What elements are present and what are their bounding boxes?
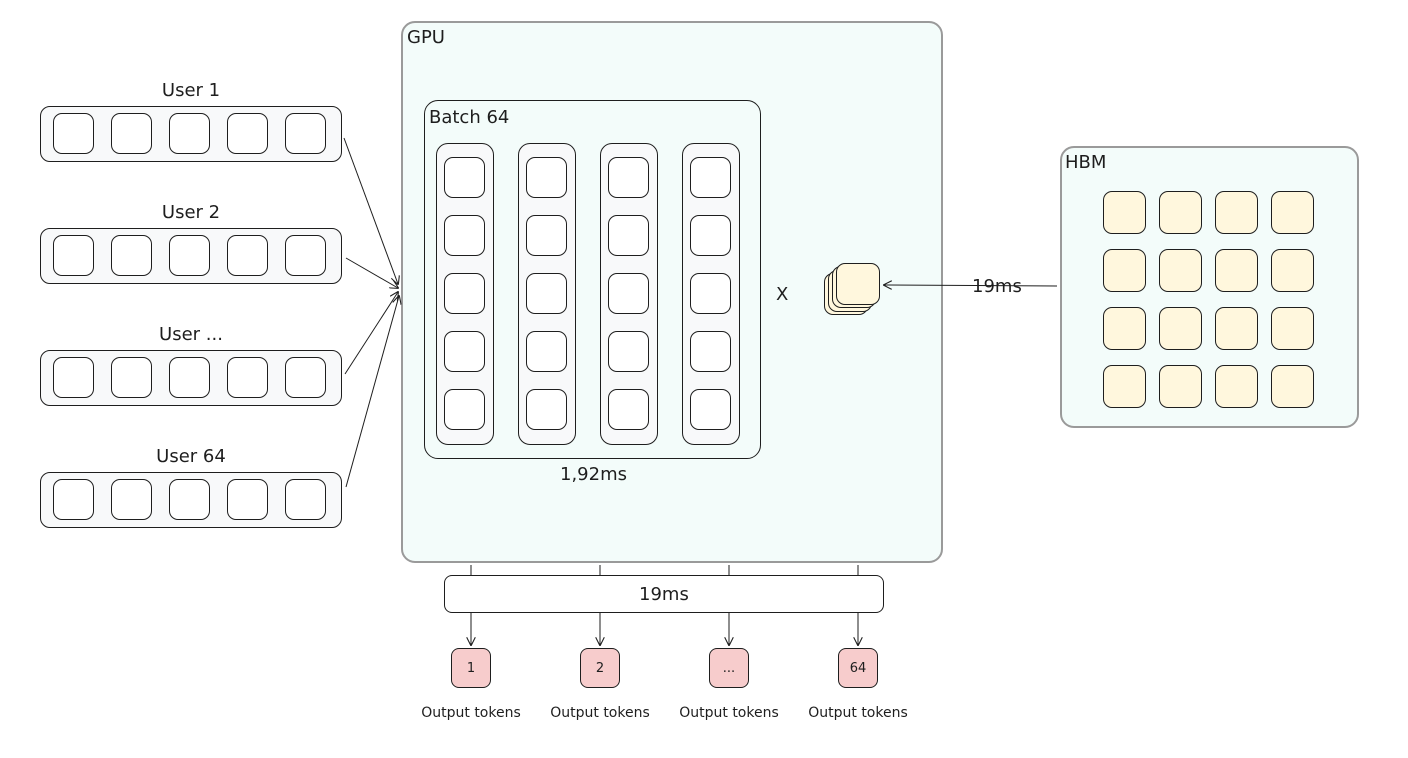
output-token-2: 2 — [580, 648, 620, 688]
hbm-weight-block — [1215, 365, 1258, 408]
user-token — [285, 479, 326, 520]
hbm-weight-block — [1215, 191, 1258, 234]
arrow-userellipsis-to-gpu — [344, 292, 398, 375]
output-token-2-label: Output tokens — [550, 705, 650, 721]
batch-token — [608, 157, 649, 198]
batch-token — [690, 389, 731, 430]
hbm-weight-block — [1103, 307, 1146, 350]
hbm-weight-block — [1271, 249, 1314, 292]
user-token — [111, 113, 152, 154]
output-step-time: 19ms — [639, 584, 689, 605]
user-token — [285, 113, 326, 154]
user-2-row — [40, 228, 342, 284]
user-token — [53, 113, 94, 154]
weight-stack-card — [836, 263, 880, 305]
batch-token — [690, 215, 731, 256]
batch-title: Batch 64 — [429, 107, 510, 128]
user-token — [111, 357, 152, 398]
batch-token — [526, 273, 567, 314]
arrow-user64-to-gpu — [345, 296, 399, 488]
user-token — [169, 357, 210, 398]
user-token — [227, 357, 268, 398]
output-timing-bar — [444, 575, 884, 613]
user-token — [53, 357, 94, 398]
user-token — [227, 113, 268, 154]
hbm-weight-block — [1271, 191, 1314, 234]
user-token — [111, 235, 152, 276]
output-token-64-label: Output tokens — [808, 705, 908, 721]
arrow-user2-to-gpu — [345, 257, 398, 288]
hbm-title: HBM — [1065, 152, 1107, 173]
hbm-transfer-time: 19ms — [970, 276, 1024, 297]
user-1-row — [40, 106, 342, 162]
batch-token — [690, 331, 731, 372]
output-token-64: 64 — [838, 648, 878, 688]
hbm-weight-block — [1215, 249, 1258, 292]
user-token — [285, 357, 326, 398]
batch-token — [690, 273, 731, 314]
multiply-symbol: X — [776, 284, 789, 305]
user-ellipsis-row — [40, 350, 342, 406]
user-token — [53, 479, 94, 520]
batch-token — [690, 157, 731, 198]
user-1-label: User 1 — [161, 80, 221, 101]
user-ellipsis-label: User ... — [159, 324, 223, 345]
hbm-weight-block — [1159, 365, 1202, 408]
batch-compute-time: 1,92ms — [560, 464, 627, 485]
gpu-title: GPU — [407, 27, 445, 48]
output-token-1: 1 — [451, 648, 491, 688]
output-token-1-label: Output tokens — [421, 705, 521, 721]
batch-token — [608, 389, 649, 430]
user-token — [227, 479, 268, 520]
output-token-ellipsis-label: Output tokens — [679, 705, 779, 721]
batch-token — [526, 389, 567, 430]
batch-token — [526, 215, 567, 256]
batch-token — [608, 331, 649, 372]
batch-token — [608, 273, 649, 314]
user-64-label: User 64 — [156, 446, 226, 467]
batch-token — [444, 215, 485, 256]
user-token — [169, 113, 210, 154]
hbm-weight-block — [1103, 191, 1146, 234]
batch-token — [444, 157, 485, 198]
arrow-user1-to-gpu — [343, 137, 398, 284]
hbm-weight-block — [1271, 307, 1314, 350]
batch-token — [526, 157, 567, 198]
hbm-weight-block — [1159, 307, 1202, 350]
user-token — [53, 235, 94, 276]
batch-token — [444, 389, 485, 430]
user-token — [111, 479, 152, 520]
hbm-weight-block — [1159, 191, 1202, 234]
batch-token — [608, 215, 649, 256]
hbm-weight-block — [1103, 249, 1146, 292]
user-2-label: User 2 — [161, 202, 221, 223]
hbm-weight-block — [1159, 249, 1202, 292]
user-token — [169, 479, 210, 520]
hbm-weight-block — [1103, 365, 1146, 408]
user-token — [169, 235, 210, 276]
output-token-ellipsis: ... — [709, 648, 749, 688]
user-token — [227, 235, 268, 276]
batch-token — [444, 273, 485, 314]
batch-token — [526, 331, 567, 372]
user-64-row — [40, 472, 342, 528]
user-token — [285, 235, 326, 276]
hbm-weight-block — [1271, 365, 1314, 408]
hbm-weight-block — [1215, 307, 1258, 350]
batch-token — [444, 331, 485, 372]
